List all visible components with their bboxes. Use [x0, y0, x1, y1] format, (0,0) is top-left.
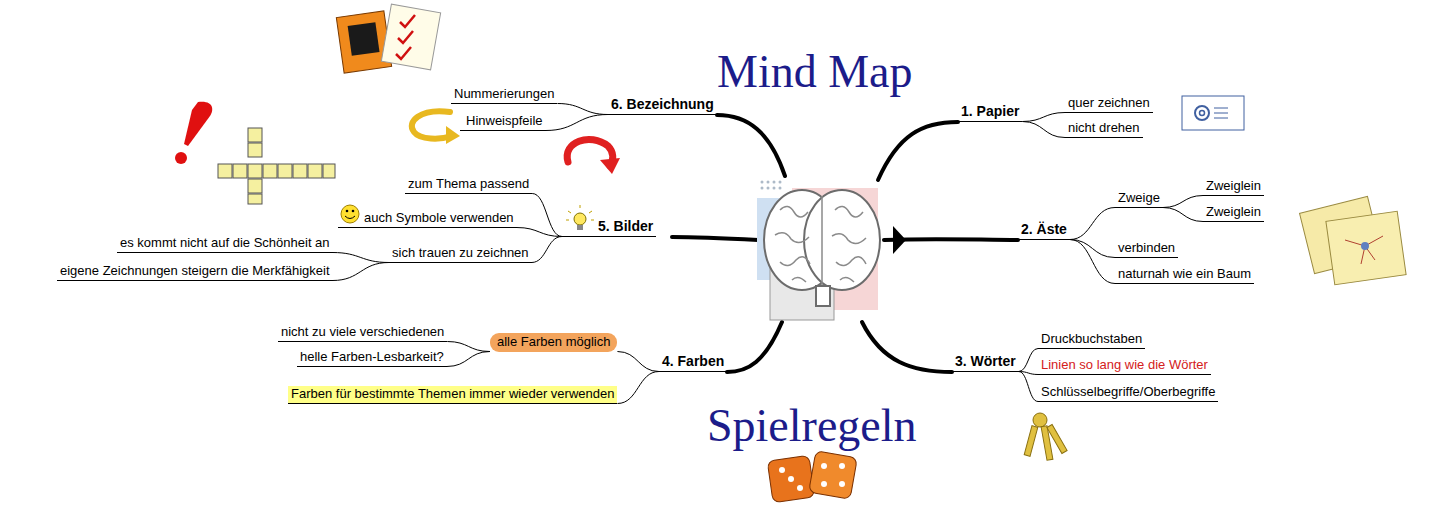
branch-label: quer zeichnen	[1065, 95, 1153, 113]
highlight-label: Farben für bestimmte Themen immer wieder…	[288, 386, 617, 404]
branch-label: nicht zu viele verschiedenen	[278, 324, 447, 342]
main-branches	[672, 115, 1018, 372]
title-heading: Mind Map	[717, 46, 913, 98]
twig-label: eigene Zeichnungen steigern die Merkfähi…	[57, 263, 333, 281]
branch-label: Druckbuchstaben	[1038, 331, 1145, 349]
branch-connector	[333, 253, 389, 263]
hint-arrow-icon	[412, 111, 460, 144]
node-text: 4. Farben	[662, 353, 724, 369]
main-branch	[862, 322, 952, 372]
branch-connector	[617, 352, 659, 372]
branch-knot	[893, 226, 906, 254]
node-text: eigene Zeichnungen steigern die Merkfähi…	[60, 263, 330, 278]
main-branch-label: 5. Bilder	[562, 218, 656, 237]
twig-label: Zweiglein	[1203, 178, 1264, 196]
node-text: auch Symbole verwenden	[364, 210, 514, 225]
branch-connector	[517, 228, 562, 237]
dice-icon	[767, 451, 857, 503]
branch-connector	[532, 194, 562, 237]
branch-connector	[557, 104, 608, 115]
branch-label: helle Farben-Lesbarkeit?	[297, 349, 447, 367]
node-text: Schlüsselbegriffe/Oberbegriffe	[1041, 384, 1215, 399]
branch-label: nicht drehen	[1065, 120, 1143, 138]
node-text: quer zeichnen	[1068, 95, 1150, 110]
branch-connector	[1022, 122, 1065, 138]
main-branch-label: 1. Papier	[958, 103, 1022, 122]
branch-label: auch Symbole verwenden	[338, 210, 517, 228]
node-text: 1. Papier	[961, 103, 1019, 119]
crossword-icon	[218, 128, 335, 204]
branch-label: naturnah wie ein Baum	[1115, 266, 1254, 284]
keys-icon	[1024, 413, 1067, 460]
branch-connector	[1163, 196, 1203, 208]
branch-connector	[1019, 372, 1038, 402]
node-text: Nummerierungen	[454, 86, 554, 101]
node-text: Zweiglein	[1206, 204, 1261, 219]
node-text: naturnah wie ein Baum	[1118, 266, 1251, 281]
branch-label: Nummerierungen	[451, 86, 557, 104]
node-text: Zweiglein	[1206, 178, 1261, 193]
highlight-pill: alle Farben möglich	[490, 333, 617, 352]
node-text: Zweige	[1118, 190, 1160, 205]
node-text: 5. Bilder	[598, 218, 653, 234]
main-branch	[672, 237, 758, 240]
main-branch-label: 6. Bezeichnung	[608, 96, 717, 115]
calendar-icon	[336, 4, 440, 73]
main-branch-label: 2. Äste	[1018, 221, 1070, 240]
node-text: alle Farben möglich	[497, 334, 610, 349]
branch-label: zum Thema passend	[405, 176, 532, 194]
twig-label: Zweiglein	[1203, 204, 1264, 222]
red-arrow-icon	[567, 139, 620, 174]
node-text: 2. Äste	[1021, 221, 1067, 237]
branch-label: verbinden	[1115, 240, 1178, 258]
main-branch-label: 3. Wörter	[952, 353, 1019, 372]
branch-connector	[532, 237, 562, 263]
branch-connector	[617, 372, 659, 404]
branch-label: Zweige	[1115, 190, 1163, 208]
node-text: verbinden	[1118, 240, 1175, 255]
node-text: 6. Bezeichnung	[611, 96, 714, 112]
node-text: es kommt nicht auf die Schönheit an	[120, 235, 330, 250]
node-text: Druckbuchstaben	[1041, 331, 1142, 346]
node-text: helle Farben-Lesbarkeit?	[300, 349, 444, 364]
node-text: Linien so lang wie die Wörter	[1041, 357, 1208, 372]
node-text: Hinweispfeile	[466, 113, 543, 128]
twig-label: es kommt nicht auf die Schönheit an	[117, 235, 333, 253]
branch-connector	[333, 263, 389, 281]
map-notes-icon	[1300, 196, 1407, 284]
branch-label: Linien so lang wie die Wörter	[1038, 357, 1211, 375]
node-text: zum Thema passend	[408, 176, 529, 191]
branch-label: sich trauen zu zeichnen	[389, 245, 532, 263]
node-text: Farben für bestimmte Themen immer wieder…	[291, 386, 614, 401]
main-branch	[727, 322, 782, 372]
email-icon	[1182, 96, 1244, 130]
brain-illustration	[757, 181, 880, 321]
exclamation-icon	[175, 102, 212, 164]
branch-connector	[447, 342, 490, 352]
node-text: nicht drehen	[1068, 120, 1140, 135]
branch-label: Schlüsselbegriffe/Oberbegriffe	[1038, 384, 1218, 402]
node-text: nicht zu viele verschiedenen	[281, 324, 444, 339]
branch-connector	[1163, 208, 1203, 222]
branch-label: Hinweispfeile	[460, 113, 546, 131]
main-branch	[717, 115, 785, 176]
branch-connector	[1070, 240, 1115, 284]
main-branch	[878, 122, 958, 180]
branch-connector	[1070, 240, 1115, 258]
branch-connector	[1022, 113, 1065, 122]
branch-connector	[447, 352, 490, 367]
caption-heading: Spielregeln	[707, 400, 917, 452]
main-branch-label: 4. Farben	[659, 353, 727, 372]
node-text: sich trauen zu zeichnen	[392, 245, 529, 260]
branch-connector	[1019, 349, 1038, 372]
branch-connector	[1070, 208, 1115, 240]
node-text: 3. Wörter	[955, 353, 1016, 369]
smiley-icon	[341, 205, 359, 223]
branch-connector	[546, 115, 608, 131]
